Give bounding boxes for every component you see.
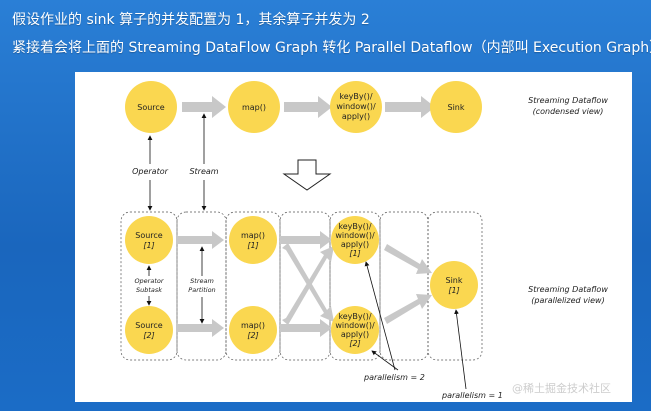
operator-subtask-line2: Subtask — [136, 286, 162, 294]
condensed-caption-line2: (condensed view) — [533, 107, 604, 116]
condensed-arrow-source-map — [182, 96, 226, 118]
arrow-map2-keyby1 — [282, 246, 334, 325]
callouts: Operator Stream — [132, 113, 219, 211]
map2-index: [2] — [247, 331, 258, 340]
operator-subtask-line1: Operator — [134, 277, 164, 285]
condensed-source-node — [125, 81, 177, 133]
heading-line-1: 假设作业的 sink 算子的并发配置为 1，其余算子并发为 2 — [12, 12, 370, 28]
parallel-view: Source [1] Source [2] map() [1] map() [2… — [120, 211, 608, 400]
keyby1-node — [331, 216, 379, 264]
keyby1-line1: keyBy()/ — [338, 222, 371, 231]
parallelism-2-arrow-b — [371, 350, 399, 371]
source1-index: [1] — [143, 241, 154, 250]
partition-box-source-map — [176, 211, 227, 361]
operator-box-keyby — [329, 211, 381, 361]
operator-box-source — [120, 211, 178, 361]
condensed-arrow-map-keyby — [284, 96, 332, 118]
sink1-node — [430, 261, 478, 309]
parallel-caption-line1: Streaming Dataflow — [528, 285, 608, 294]
keyby2-index: [2] — [349, 339, 360, 348]
condensed-arrow-keyby-sink — [385, 96, 435, 118]
condensed-keyby-line1: keyBy()/ — [339, 92, 372, 101]
map1-node — [229, 216, 277, 264]
parallel-caption-line2: (parallelized view) — [531, 296, 604, 305]
map1-label: map() — [241, 231, 265, 240]
keyby2-line2: window()/ — [335, 321, 375, 330]
condensed-source-label: Source — [137, 103, 165, 112]
operator-callout: Operator — [132, 167, 169, 176]
source2-node — [125, 306, 173, 354]
stream-partition-line1: Stream — [190, 277, 214, 285]
watermark: @稀土掘金技术社区 — [512, 382, 611, 395]
source1-label: Source — [135, 231, 163, 240]
map2-label: map() — [241, 321, 265, 330]
parallelism-1-label: parallelism = 1 — [441, 391, 503, 400]
transform-down-arrow — [282, 159, 332, 191]
condensed-caption-line1: Streaming Dataflow — [528, 96, 608, 105]
condensed-sink-label: Sink — [447, 103, 464, 112]
map2-node — [229, 306, 277, 354]
condensed-sink-node — [430, 81, 482, 133]
keyby2-line3: apply() — [341, 330, 369, 339]
heading-line-2: 紧接着会将上面的 Streaming DataFlow Graph 转化 Par… — [12, 40, 651, 56]
parallelism-2-arrow-a — [364, 261, 396, 371]
partition-box-map-keyby — [279, 211, 331, 361]
arrow-source1-map1 — [176, 231, 224, 249]
sink1-index: [1] — [448, 286, 459, 295]
stream-partition-line2: Partition — [188, 286, 215, 294]
partition-box-keyby-sink — [379, 211, 429, 361]
condensed-map-label: map() — [242, 103, 266, 112]
arrow-keyby1-sink1 — [384, 244, 432, 274]
keyby2-line1: keyBy()/ — [338, 312, 371, 321]
source2-index: [2] — [143, 331, 154, 340]
source2-label: Source — [135, 321, 163, 330]
condensed-map-node — [228, 81, 280, 133]
stream-callout: Stream — [189, 167, 218, 176]
arrow-map2-keyby2 — [280, 319, 332, 337]
keyby1-line2: window()/ — [335, 231, 375, 240]
parallelism-1-arrow — [454, 309, 467, 390]
source1-node — [125, 216, 173, 264]
keyby2-node — [331, 306, 379, 354]
sink1-label: Sink — [445, 276, 462, 285]
operator-box-map — [225, 211, 281, 361]
keyby1-line3: apply() — [341, 240, 369, 249]
condensed-keyby-line2: window()/ — [336, 102, 376, 111]
condensed-view: Source map() keyBy()/ window()/ apply() … — [125, 81, 608, 133]
map1-index: [1] — [247, 241, 258, 250]
arrow-map1-keyby1 — [280, 231, 332, 249]
operator-box-sink — [427, 211, 483, 361]
condensed-keyby-line3: apply() — [342, 112, 370, 121]
condensed-keyby-node — [330, 81, 382, 133]
arrow-keyby2-sink1 — [384, 294, 432, 324]
parallelism-2-label: parallelism = 2 — [363, 373, 425, 382]
keyby1-index: [1] — [349, 249, 360, 258]
arrow-source2-map2 — [176, 319, 224, 337]
